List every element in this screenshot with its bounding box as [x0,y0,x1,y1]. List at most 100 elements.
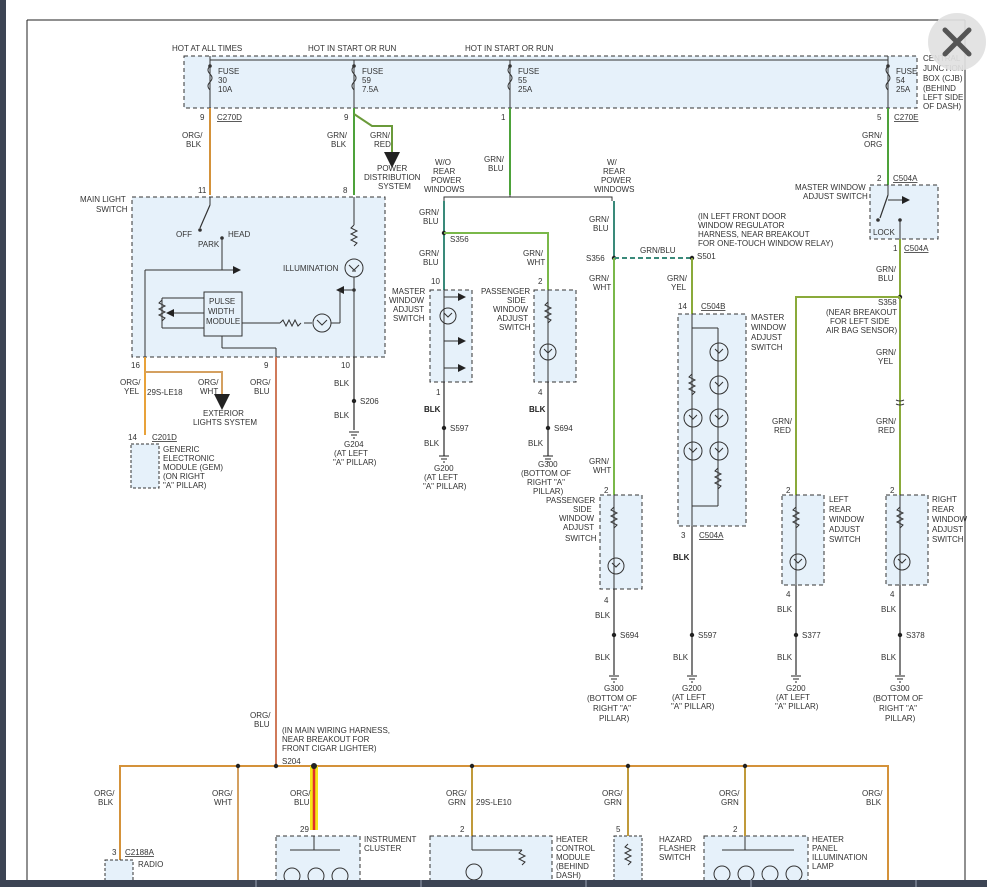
bottom-toolbar-strip [0,880,987,887]
svg-text:POWER: POWER [431,176,461,185]
svg-text:ORG/: ORG/ [250,378,271,387]
svg-text:MASTER: MASTER [392,287,426,296]
fuse-59-num: 59 [362,76,371,85]
w-rear-windows-label: W/ REAR POWER WINDOWS [594,158,634,194]
svg-text:RIGHT "A": RIGHT "A" [593,704,631,713]
svg-text:(ON RIGHT: (ON RIGHT [163,472,205,481]
hot-at-all-times-label: HOT AT ALL TIMES [172,44,242,53]
svg-text:SIDE: SIDE [507,296,526,305]
air-bag-breakout-note: (NEAR BREAKOUT FOR LEFT SIDE AIR BAG SEN… [826,308,897,335]
wire-label-org-blk-2: BLK [186,140,202,149]
svg-text:BLU: BLU [254,387,270,396]
svg-text:3: 3 [112,848,117,857]
svg-text:INSTRUMENT: INSTRUMENT [364,835,417,844]
ground-g204-icon [349,431,359,439]
svg-text:REAR: REAR [829,505,851,514]
svg-text:"A" PILLAR): "A" PILLAR) [163,481,207,490]
svg-text:ORG/: ORG/ [94,789,115,798]
svg-text:G204: G204 [344,440,364,449]
heater-panel-lamp-box [703,835,809,887]
cjb-box [183,55,918,109]
strip-divider [420,880,422,887]
strip-divider [915,880,917,887]
svg-text:S597: S597 [450,424,469,433]
svg-text:PILLAR): PILLAR) [533,487,564,496]
ground-g200c-label: G200 (AT LEFT "A" PILLAR) [775,684,819,711]
passenger-window-switch-lower-box [599,494,643,590]
svg-text:(AT LEFT: (AT LEFT [424,473,458,482]
svg-text:S501: S501 [697,252,716,261]
cjb-label-5: LEFT SIDE [923,93,963,102]
svg-text:OFF: OFF [176,230,192,239]
pin-5-c270e: 5 [877,113,882,122]
svg-text:S204: S204 [282,757,301,766]
svg-text:PASSENGER: PASSENGER [546,496,595,505]
master-window-switch-left-label: MASTER WINDOW ADJUST SWITCH 10 1 [389,277,441,397]
svg-text:G200: G200 [434,464,454,473]
svg-text:BLK: BLK [98,798,114,807]
diagram-sheet: HOT AT ALL TIMES HOT IN START OR RUN HOT… [6,0,987,887]
svg-text:(NEAR BREAKOUT: (NEAR BREAKOUT [826,308,897,317]
svg-text:WHT: WHT [214,798,232,807]
svg-text:ORG/: ORG/ [446,789,467,798]
ground-g200b-label: G200 (AT LEFT "A" PILLAR) [671,684,715,711]
master-left-led-icon [439,307,457,325]
svg-text:GRN/: GRN/ [667,274,688,283]
svg-text:BLK: BLK [673,653,689,662]
svg-text:WINDOWS: WINDOWS [424,185,464,194]
fuse-30-num: 30 [218,76,227,85]
svg-text:HARNESS, NEAR BREAKOUT: HARNESS, NEAR BREAKOUT [698,230,810,239]
svg-text:POWER: POWER [601,176,631,185]
fuse-30: FUSE 30 10A [207,60,239,108]
svg-text:(IN MAIN WIRING HARNESS,: (IN MAIN WIRING HARNESS, [282,726,390,735]
fuse-55-word: FUSE [518,67,539,76]
svg-text:GRN/: GRN/ [876,348,897,357]
svg-text:4: 4 [538,388,543,397]
svg-text:BLK: BLK [528,439,544,448]
svg-text:WHT: WHT [200,387,218,396]
wire-org-wht-exterior [145,371,230,410]
svg-text:LOCK: LOCK [873,228,895,237]
ground-g204-label: G204 (AT LEFT "A" PILLAR) [333,440,377,467]
svg-text:BLK: BLK [777,653,793,662]
svg-text:14: 14 [678,302,687,311]
cjb-label-2: JUNCTION [923,64,964,73]
cjb-label-4: (BEHIND [923,84,956,93]
svg-text:RADIO: RADIO [138,860,163,869]
svg-text:10: 10 [431,277,440,286]
svg-text:G300: G300 [538,460,558,469]
svg-text:BLK: BLK [777,605,793,614]
cjb-label-3: BOX (CJB) [923,74,963,83]
svg-text:1: 1 [436,388,441,397]
wiring-diagram: HOT AT ALL TIMES HOT IN START OR RUN HOT… [26,19,968,887]
svg-text:2: 2 [890,486,895,495]
svg-text:G300: G300 [604,684,624,693]
svg-text:SWITCH: SWITCH [499,323,531,332]
svg-text:14: 14 [128,433,137,442]
svg-text:GRN/: GRN/ [419,249,440,258]
svg-text:GRN/: GRN/ [772,417,793,426]
svg-text:BLU: BLU [423,217,439,226]
svg-text:ADJUST: ADJUST [393,305,424,314]
svg-text:HEAD: HEAD [228,230,250,239]
fuse-59-amp: 7.5A [362,85,379,94]
wire-grn-red-power-dist [353,113,400,168]
power-distribution-label: POWER DISTRIBUTION SYSTEM [364,164,421,191]
svg-text:FRONT CIGAR LIGHTER): FRONT CIGAR LIGHTER) [282,744,377,753]
svg-text:WINDOW: WINDOW [389,296,425,305]
svg-text:ADJUST: ADJUST [932,525,963,534]
svg-text:GRN/: GRN/ [370,131,391,140]
svg-text:BLU: BLU [423,258,439,267]
instrument-cluster-box [275,835,361,887]
svg-text:ORG/: ORG/ [212,789,233,798]
svg-text:GRN/BLU: GRN/BLU [640,246,676,255]
svg-text:RIGHT: RIGHT [932,495,957,504]
fuse-55-amp: 25A [518,85,533,94]
svg-text:(BOTTOM OF: (BOTTOM OF [521,469,571,478]
heater-panel-lamp-label: HEATER PANEL ILLUMINATION LAMP [812,835,868,871]
svg-text:S694: S694 [620,631,639,640]
svg-text:2: 2 [877,174,882,183]
svg-text:ADJUST: ADJUST [563,523,594,532]
svg-text:PASSENGER: PASSENGER [481,287,530,296]
close-button[interactable] [928,13,986,71]
